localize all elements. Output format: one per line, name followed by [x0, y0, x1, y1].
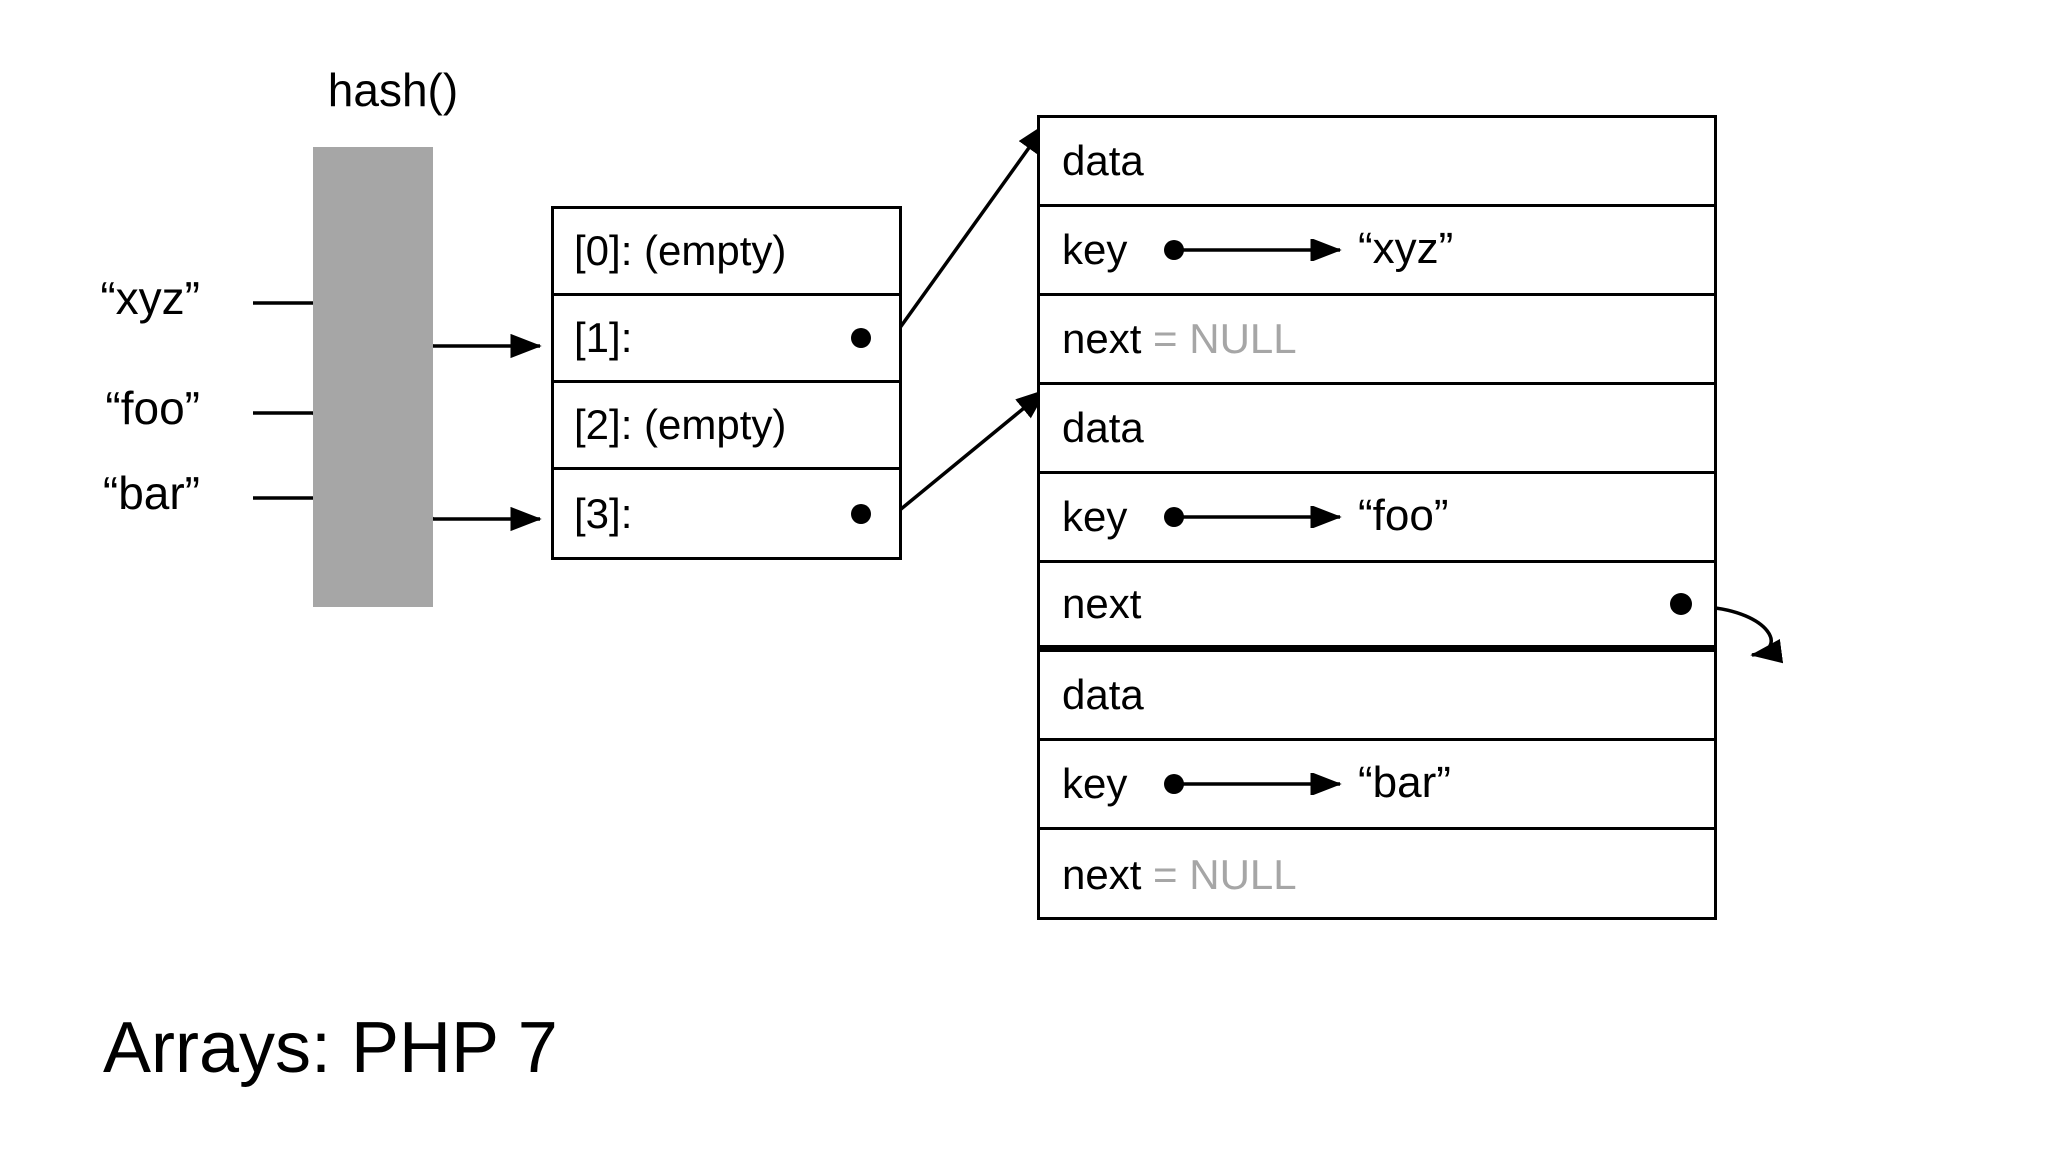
- input-key-label-bar: “bar”: [102, 467, 200, 519]
- bucket-pointer-dot-3: [851, 503, 871, 524]
- bucket-label-1: [1]:: [574, 314, 633, 361]
- node-1-key-arrow: [1176, 239, 1342, 261]
- node-1-data-row: data: [1040, 118, 1714, 207]
- node-3-key-pointer-dot: [1164, 774, 1184, 794]
- node-2-key-pointer-dot: [1164, 507, 1184, 527]
- bucket-label-2: [2]: (empty): [574, 401, 787, 448]
- node-1-next-null: = NULL: [1141, 315, 1297, 362]
- node-1-data-label: data: [1062, 137, 1144, 184]
- node-1-key-label: key: [1062, 226, 1128, 273]
- node-1-next-text: next: [1062, 315, 1142, 362]
- bucket-label-3: [3]:: [574, 489, 633, 537]
- node-2-data-row: data: [1040, 385, 1714, 474]
- bucket-row-3: [3]:: [554, 470, 899, 557]
- node-3-key-row: key “bar”: [1040, 741, 1714, 830]
- wire-bucket1-to-node1: [882, 122, 1048, 352]
- node-3-data-row: data: [1040, 652, 1714, 741]
- node-3-key-label: key: [1062, 760, 1128, 807]
- node-2-next-label: next: [1062, 580, 1142, 627]
- node-3-data-label: data: [1062, 671, 1144, 718]
- node-2-key-value: “foo”: [1358, 491, 1449, 541]
- linked-list-node-table: data key “xyz” next = NULL data key: [1037, 115, 1717, 920]
- bucket-pointer-dot-1: [851, 328, 871, 348]
- node-2-key-row: key “foo”: [1040, 474, 1714, 563]
- wire-bucket3-to-node2: [882, 388, 1048, 525]
- node-2-key-arrow: [1176, 506, 1342, 528]
- hash-function-block: [313, 147, 433, 607]
- bucket-array-table: [0]: (empty) [1]: [2]: (empty) [3]:: [551, 206, 902, 560]
- node-1-next-label: next = NULL: [1040, 318, 1297, 360]
- node-3-next-null: = NULL: [1141, 850, 1297, 898]
- node-3-next-text: next: [1062, 850, 1142, 898]
- node-1-key-value: “xyz”: [1358, 224, 1454, 274]
- node-1-key-pointer-dot: [1164, 240, 1184, 260]
- node-2-key-label: key: [1062, 493, 1128, 540]
- node-1-key-row: key “xyz”: [1040, 207, 1714, 296]
- node-2-data-label: data: [1062, 404, 1144, 451]
- node-3-key-value: “bar”: [1358, 758, 1451, 808]
- node-3-next-label: next = NULL: [1040, 850, 1297, 898]
- node-3-key-arrow: [1176, 773, 1342, 795]
- hash-function-label: hash(): [327, 64, 459, 116]
- node-2-next-pointer-dot: [1670, 593, 1692, 615]
- slide-title: Arrays: PHP 7: [103, 1008, 558, 1088]
- input-key-label-foo: “foo”: [105, 382, 200, 434]
- bucket-label-0: [0]: (empty): [574, 227, 787, 274]
- input-key-label-xyz: “xyz”: [100, 272, 200, 324]
- bucket-row-0: [0]: (empty): [554, 209, 899, 296]
- node-3-next-row: next = NULL: [1040, 830, 1714, 919]
- bucket-row-2: [2]: (empty): [554, 383, 899, 470]
- bucket-row-1: [1]:: [554, 296, 899, 383]
- node-2-next-row: next: [1040, 563, 1714, 652]
- node-1-next-row: next = NULL: [1040, 296, 1714, 385]
